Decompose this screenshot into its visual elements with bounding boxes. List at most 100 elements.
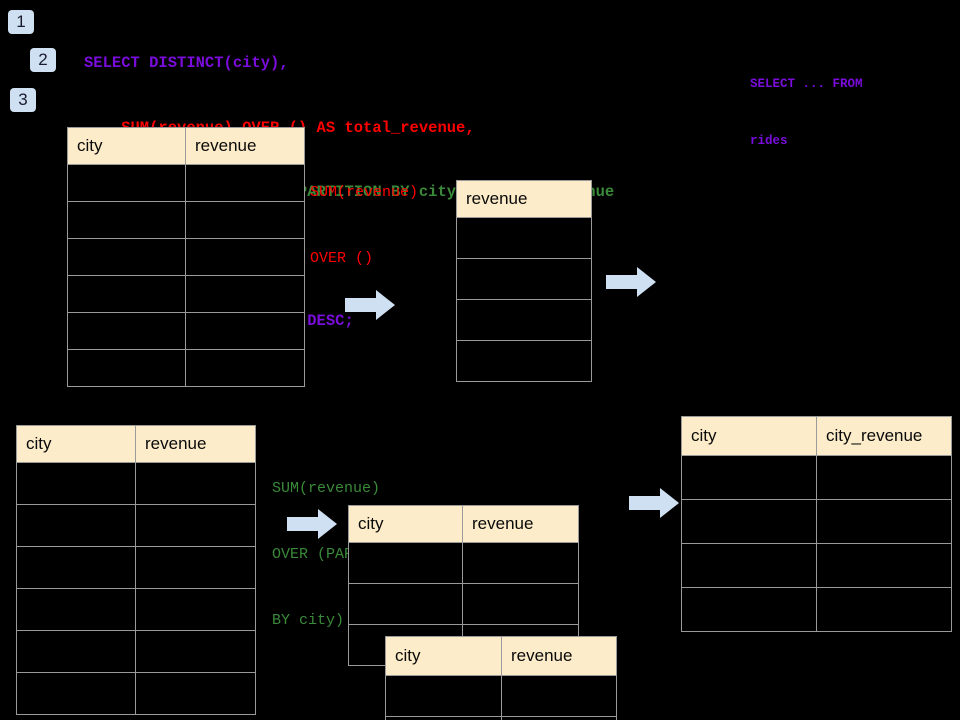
cell-revenue <box>456 299 592 341</box>
table-row <box>67 349 305 387</box>
cell-city <box>681 499 817 544</box>
column-header-city-revenue: city_revenue <box>816 416 952 456</box>
cell-revenue <box>462 583 579 625</box>
cell-city <box>681 587 817 632</box>
table-header-row: city city_revenue <box>681 416 952 456</box>
table-row <box>67 238 305 276</box>
cell-revenue <box>185 238 305 276</box>
step-badge-1: 1 <box>8 10 34 34</box>
table-row <box>456 217 592 259</box>
cell-revenue <box>462 542 579 584</box>
table-row <box>16 462 256 505</box>
table-row <box>348 542 579 584</box>
step-badge-3-label: 3 <box>18 90 28 109</box>
annotation-over-partition-line-3: BY city) <box>272 612 345 629</box>
cell-city-revenue <box>816 455 952 500</box>
step-badge-1-label: 1 <box>16 12 26 31</box>
table-row <box>67 312 305 350</box>
table-header-row: city revenue <box>67 127 305 165</box>
cell-revenue <box>456 258 592 300</box>
table-row <box>456 258 592 300</box>
cell-city-revenue <box>816 587 952 632</box>
table-header-row: city revenue <box>385 636 617 676</box>
cell-city <box>681 543 817 588</box>
side-note-select-from-rides: SELECT ... FROM rides <box>750 37 863 189</box>
cell-revenue <box>456 340 592 382</box>
cell-revenue <box>135 462 256 505</box>
cell-revenue <box>135 630 256 673</box>
cell-city <box>681 455 817 500</box>
cell-city <box>67 201 186 239</box>
table-source-bottom: city revenue <box>16 425 256 715</box>
table-header-row: city revenue <box>16 425 256 463</box>
table-row <box>456 340 592 382</box>
table-row <box>16 504 256 547</box>
cell-revenue <box>135 588 256 631</box>
cell-city-revenue <box>816 499 952 544</box>
column-header-city: city <box>16 425 136 463</box>
column-header-revenue: revenue <box>501 636 617 676</box>
column-header-revenue: revenue <box>185 127 305 165</box>
cell-revenue <box>135 672 256 715</box>
cell-city <box>16 588 136 631</box>
step-badge-3: 3 <box>10 88 36 112</box>
cell-city <box>67 164 186 202</box>
table-row <box>385 675 617 717</box>
table-source-top: city revenue <box>67 127 305 387</box>
table-row <box>681 455 952 500</box>
cell-city-revenue <box>816 543 952 588</box>
cell-city <box>16 546 136 589</box>
table-row <box>16 630 256 673</box>
cell-revenue <box>185 164 305 202</box>
cell-revenue <box>185 201 305 239</box>
cell-city <box>385 675 502 717</box>
cell-city <box>67 238 186 276</box>
cell-city <box>16 504 136 547</box>
side-note-line-2: rides <box>750 134 788 148</box>
cell-revenue <box>185 349 305 387</box>
cell-revenue <box>135 546 256 589</box>
side-note-line-1: SELECT ... FROM <box>750 77 863 91</box>
cell-city <box>385 716 502 720</box>
table-result: city city_revenue <box>681 416 952 632</box>
table-row <box>16 546 256 589</box>
cell-city <box>67 349 186 387</box>
table-row <box>385 716 617 720</box>
table-header-row: city revenue <box>348 505 579 543</box>
column-header-city: city <box>681 416 817 456</box>
arrow-source-to-total-icon <box>345 290 395 320</box>
annotation-over-empty-line-2: OVER () <box>310 250 374 267</box>
column-header-revenue: revenue <box>462 505 579 543</box>
table-partition-front: city revenue <box>385 636 617 720</box>
column-header-city: city <box>385 636 502 676</box>
cell-revenue <box>185 312 305 350</box>
table-row <box>681 499 952 544</box>
table-row <box>67 201 305 239</box>
arrow-partition-to-result-icon <box>629 488 679 518</box>
column-header-city: city <box>348 505 463 543</box>
annotation-over-empty: SUM(revenue) OVER () <box>310 138 418 314</box>
cell-city <box>16 672 136 715</box>
table-row <box>681 543 952 588</box>
cell-city <box>67 312 186 350</box>
table-row <box>16 588 256 631</box>
cell-city <box>16 630 136 673</box>
table-row <box>67 164 305 202</box>
cell-city <box>348 542 463 584</box>
annotation-over-partition-line-1: SUM(revenue) <box>272 480 381 497</box>
step-badge-2-label: 2 <box>38 50 48 69</box>
step-badge-2: 2 <box>30 48 56 72</box>
cell-revenue <box>501 716 617 720</box>
table-row <box>16 672 256 715</box>
cell-revenue <box>135 504 256 547</box>
column-header-revenue: revenue <box>135 425 256 463</box>
table-row <box>348 583 579 625</box>
annotation-over-empty-line-1: SUM(revenue) <box>310 184 419 201</box>
cell-revenue <box>185 275 305 313</box>
cell-revenue <box>456 217 592 259</box>
table-row <box>681 587 952 632</box>
arrow-source-to-partition-icon <box>287 509 337 539</box>
cell-city <box>16 462 136 505</box>
cell-city <box>348 583 463 625</box>
column-header-city: city <box>67 127 186 165</box>
